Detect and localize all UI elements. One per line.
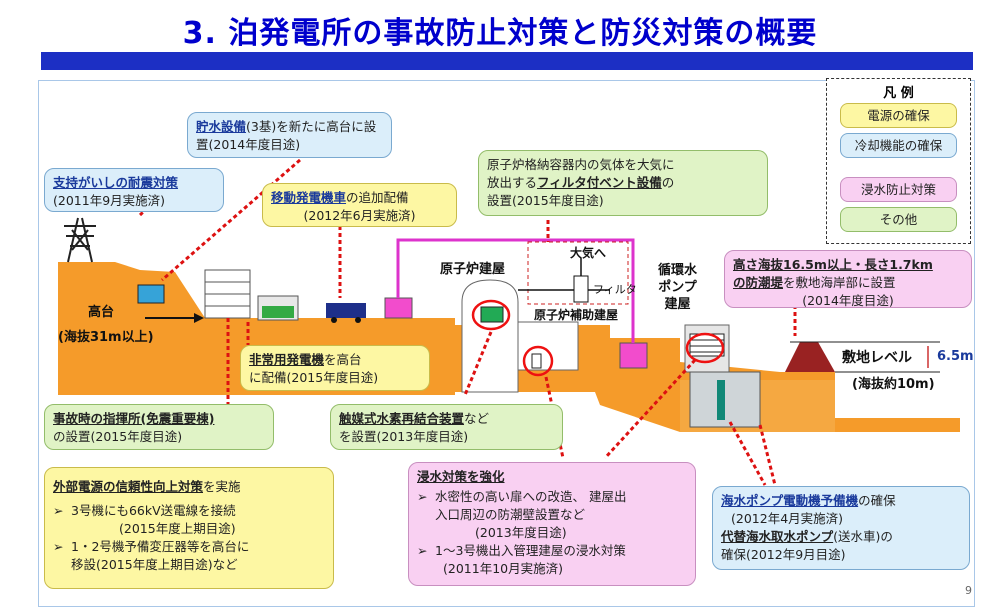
reactor-building-icon [461,279,519,393]
hydrogen-line2: を設置(2013年度目途) [339,429,469,444]
external-power-rest: を実施 [203,479,241,494]
seawall-rest: を敷地海岸部に設置 [783,275,896,290]
generator-truck-icon [326,303,366,323]
title-underline-bar [41,52,973,70]
transmission-tower-icon [64,217,96,263]
seawater-pump-sub: (2012年4月実施済) [731,511,844,526]
external-power-head: 外部電源の信頼性向上対策 [53,479,204,494]
seawall-sub: (2014年度目途) [802,293,894,308]
pointer-lines [138,158,797,486]
highlight-circle-pump [685,332,725,364]
taiki-label: 大気へ [570,246,607,260]
seawater-pump-rest2: (送水車)の [833,529,893,544]
seawater-pump-line3: 確保(2012年9月目途) [721,547,846,562]
legend-item-cooling: 冷却機能の確保 [840,133,957,158]
tower-head: 支持がいしの耐震対策 [53,175,179,190]
filter-vent-line2: 放出する [487,175,538,190]
filter-vent-line3: 設置(2015年度目途) [487,193,604,208]
pump-building-label: 循環水 ポンプ 建屋 [658,263,698,312]
seawater-pump-head2: 代替海水取水ポンプ [721,529,834,544]
highlight-circle-reactor [471,299,511,331]
hydrogen-rest: など [464,411,490,426]
callout-command-post: 事故時の指揮所(免震重要棟) の設置(2015年度目途) [44,404,274,450]
seawall-line1: 高さ海抜16.5m以上・長さ1.7km [733,257,933,272]
page-number: 9 [965,584,972,597]
seawater-pump-rest: の確保 [858,493,896,508]
water-storage-head: 貯水設備 [196,119,247,134]
command-post-head: 事故時の指揮所(免震重要棟) [53,411,215,426]
filter-vent-tail: の [661,175,675,190]
tower-rest: (2011年9月実施済) [53,193,166,208]
external-power-item: 3号機にも66kV送電線を接続(2015年度上期目途) [53,502,325,538]
takadai-label: 高台 [88,305,115,320]
site-elev-label: (海抜約10m) [852,377,935,392]
highlight-circle-door [522,345,554,377]
mobile-gen-head: 移動発電機車 [271,190,347,205]
legend-title: 凡 例 [883,86,914,101]
height-diff-label: 6.5m [937,349,974,364]
callout-water-storage: 貯水設備(3基)を新たに高台に設置(2014年度目途) [187,112,392,158]
emergency-gen-rest: を高台 [324,352,362,367]
callout-mobile-generator: 移動発電機車の追加配備 (2012年6月実施済) [262,183,457,227]
legend-item-power: 電源の確保 [840,103,957,128]
site-level-label: 敷地レベル [842,350,912,366]
reactor-building-label: 原子炉建屋 [440,262,506,277]
mobile-gen-sub: (2012年6月実施済) [303,208,416,223]
filter-vent-line1: 原子炉格納容器内の気体を大気に [487,157,675,172]
filter-label: フィルタ [593,283,637,296]
callout-seawater-pump: 海水ポンプ電動機予備機の確保 (2012年4月実施済) 代替海水取水ポンプ(送水… [712,486,970,570]
takadai-elev-label: (海抜31m以上) [58,330,154,345]
pump-building-icon [684,324,761,428]
seawall-head: の防潮堤 [733,275,784,290]
emergency-gen-head: 非常用発電機 [249,352,325,367]
callout-tower: 支持がいしの耐震対策 (2011年9月実施済) [44,168,224,212]
callout-seawall: 高さ海抜16.5m以上・長さ1.7km の防潮堤を敷地海岸部に設置 (2014年… [724,250,972,308]
callout-filter-vent: 原子炉格納容器内の気体を大気に 放出するフィルタ付ベント設備の 設置(2015年… [478,150,768,216]
page-title: 3. 泊発電所の事故防止対策と防災対策の概要 [182,16,818,51]
callout-flood: 浸水対策を強化 水密性の高い扉への改造、 建屋出入口周辺の防潮壁設置など(201… [408,462,696,586]
mobile-gen-rest: の追加配備 [346,190,409,205]
water-storage-rest: (3基)を新たに高台に設置(2014年度目途) [196,119,377,152]
command-post-line2: の設置(2015年度目途) [53,429,183,444]
emergency-gen-line2: に配備(2015年度目途) [249,370,379,385]
aux-building-icon [517,321,579,371]
flood-head: 浸水対策を強化 [417,469,505,484]
callout-hydrogen: 触媒式水素再結合装置など を設置(2013年度目途) [330,404,563,450]
seawall-icon [785,342,835,372]
aux-building-label: 原子炉補助建屋 [534,308,619,322]
hydrogen-head: 触媒式水素再結合装置 [339,411,465,426]
connection-line [396,238,635,343]
flood-item: 1〜3号機出入管理建屋の浸水対策(2011年10月実施済) [417,542,687,578]
pink-box-aux [619,342,648,369]
pink-box-highground [384,297,413,319]
filter-vent-icon [518,241,629,305]
water-tank [137,284,165,304]
seawater-pump-head: 海水ポンプ電動機予備機 [721,493,859,508]
callout-external-power: 外部電源の信頼性向上対策を実施 3号機にも66kV送電線を接続(2015年度上期… [44,467,334,589]
callout-emergency-generator: 非常用発電機を高台 に配備(2015年度目途) [240,345,430,391]
legend-item-flood: 浸水防止対策 [840,177,957,202]
legend: 凡 例 電源の確保 冷却機能の確保 浸水防止対策 その他 [826,78,971,244]
generator-icon [257,295,299,321]
command-building-icon [204,269,251,319]
filter-vent-head: フィルタ付ベント設備 [537,175,662,190]
legend-item-other: その他 [840,207,957,232]
